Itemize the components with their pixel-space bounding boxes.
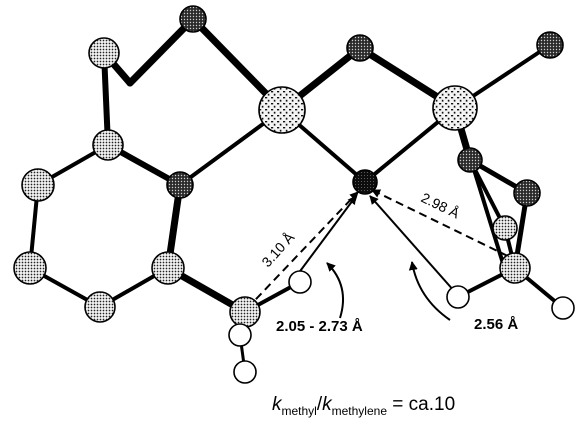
oxygen-atom <box>513 179 541 207</box>
ratio-slash: / <box>317 394 323 415</box>
hydrogen-atom <box>233 360 257 384</box>
carbon-atom <box>13 251 47 285</box>
rate-constant-symbol: k <box>322 394 333 415</box>
bond <box>126 15 197 87</box>
hydrogen-atom <box>228 323 252 347</box>
ratio-value: = ca.10 <box>387 394 455 415</box>
carbon-atom <box>499 252 531 284</box>
oxygen-atom <box>536 31 564 59</box>
distance-line-298 <box>371 189 521 263</box>
oxygen-atom <box>166 171 194 199</box>
carbon-atom <box>84 291 116 323</box>
oxygen-atom <box>457 147 483 173</box>
distance-label-310: 3.10 Å <box>258 229 297 270</box>
carbon-atom <box>92 129 124 161</box>
oxygen-atom <box>179 5 207 33</box>
contact-arrow-methyl <box>291 195 357 283</box>
bridging-oxygen-atom <box>352 169 378 195</box>
hydrogen-atom <box>288 270 312 294</box>
carbon-atom <box>492 215 518 241</box>
oxygen-atom <box>346 34 374 62</box>
metal-atom <box>258 86 306 134</box>
carbon-atom <box>229 296 261 328</box>
rate-constant-symbol: k <box>272 394 283 415</box>
contact-arrow-methylene <box>369 195 456 293</box>
subscript-methyl: methyl <box>282 404 317 418</box>
hydrogen-atom <box>446 285 470 309</box>
carbon-atom <box>151 251 185 285</box>
curved-arrow-right <box>408 261 451 321</box>
atoms <box>13 5 575 384</box>
subscript-methylene: methylene <box>332 404 388 418</box>
rate-ratio-formula: kmethyl/kmethylene = ca.10 <box>272 394 455 418</box>
distance-label-205-273: 2.05 - 2.73 Å <box>276 318 363 335</box>
distance-label-256: 2.56 Å <box>474 316 518 333</box>
distance-line-310 <box>237 191 359 319</box>
metal-atom <box>432 85 478 131</box>
curved-arrow-left <box>326 262 344 319</box>
carbon-atom <box>88 37 120 69</box>
interaction-arrows <box>237 189 521 321</box>
carbon-atom <box>21 168 55 202</box>
hydrogen-atom <box>551 296 575 320</box>
